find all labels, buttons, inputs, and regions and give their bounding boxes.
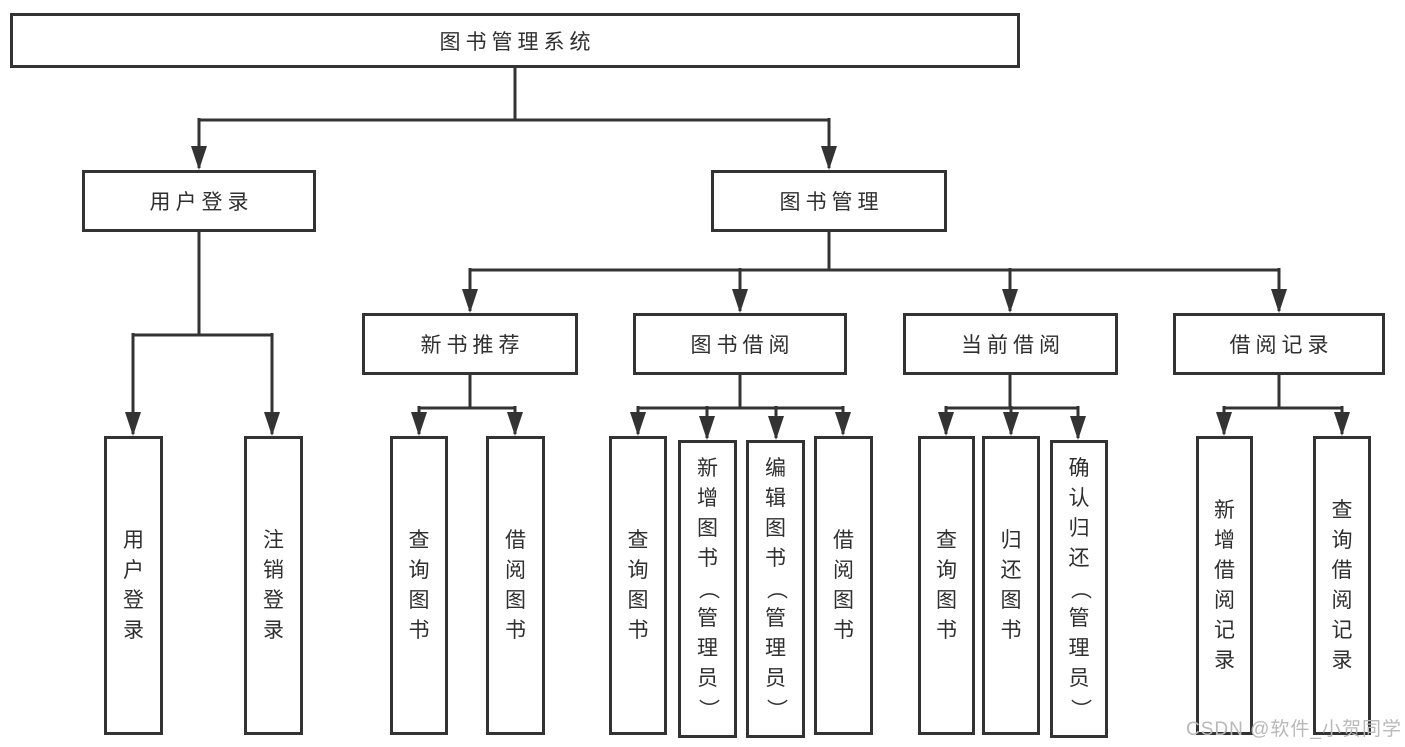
node-user-login: 用户登录 [82,170,316,232]
node-leaf-add-borrow-record-label: 新增借阅记录 [1214,498,1235,672]
connector-paths [131,66,1344,438]
node-borrow-records-label: 借阅记录 [1229,334,1334,357]
node-leaf-user-login: 用户登录 [104,436,163,735]
node-leaf-query-book-3: 查询图书 [918,436,975,735]
node-leaf-confirm-return-admin: 确认归还（管理员） [1050,440,1108,738]
node-leaf-add-book-admin: 新增图书（管理员） [678,440,737,738]
node-leaf-borrow-book-2-label: 借阅图书 [833,528,854,642]
node-leaf-edit-book-admin-label: 编辑图书（管理员） [764,457,788,720]
node-book-management-label: 图书管理 [779,191,884,214]
node-leaf-query-borrow-record-label: 查询借阅记录 [1331,498,1353,672]
node-leaf-add-borrow-record: 新增借阅记录 [1196,436,1253,735]
node-new-book-recommend: 新书推荐 [362,313,578,375]
node-leaf-return-book: 归还图书 [982,436,1040,735]
node-root-label: 图书管理系统 [439,30,596,54]
node-root: 图书管理系统 [10,13,1020,68]
node-book-borrow: 图书借阅 [633,313,847,375]
node-new-book-recommend-label: 新书推荐 [420,334,525,357]
node-leaf-borrow-book-1-label: 借阅图书 [505,528,526,642]
node-book-management: 图书管理 [711,170,947,232]
node-leaf-confirm-return-admin-label: 确认归还（管理员） [1068,457,1091,720]
node-leaf-borrow-book-1: 借阅图书 [486,436,545,735]
node-leaf-query-borrow-record: 查询借阅记录 [1313,436,1371,735]
node-leaf-borrow-book-2: 借阅图书 [814,436,873,735]
node-book-borrow-label: 图书借阅 [690,334,795,357]
node-leaf-query-book-1-label: 查询图书 [408,528,430,642]
node-user-login-label: 用户登录 [149,191,254,214]
node-leaf-query-book-3-label: 查询图书 [936,528,957,642]
node-current-borrow: 当前借阅 [903,313,1118,375]
node-leaf-edit-book-admin: 编辑图书（管理员） [746,440,805,738]
node-leaf-logout: 注销登录 [244,436,303,735]
node-current-borrow-label: 当前借阅 [961,334,1065,357]
node-leaf-return-book-label: 归还图书 [1000,528,1022,642]
node-leaf-query-book-2: 查询图书 [609,436,667,735]
node-leaf-query-book-1: 查询图书 [390,436,448,735]
node-leaf-user-login-label: 用户登录 [123,528,144,642]
node-borrow-records: 借阅记录 [1173,313,1385,375]
node-leaf-query-book-2-label: 查询图书 [627,528,649,642]
arrowheads [125,146,1350,440]
node-leaf-logout-label: 注销登录 [263,528,284,642]
node-leaf-add-book-admin-label: 新增图书（管理员） [696,457,720,720]
watermark: CSDN @软件_小贺同学 [1186,719,1402,740]
